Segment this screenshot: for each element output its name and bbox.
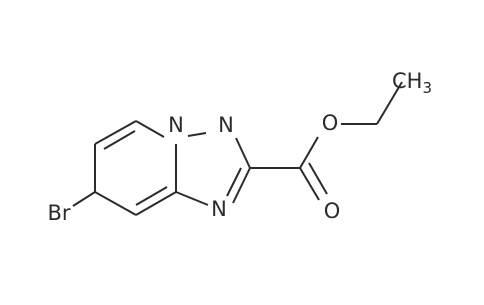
- bond-carboxyl-c-o-carbonyl-inner: [308, 162, 328, 195]
- bond-c8a-c8: [135, 191, 177, 216]
- bond-c5-c6: [94, 120, 137, 145]
- atom-n-top: N: [218, 113, 234, 137]
- bond-n-bridge-n-top: [187, 132, 207, 137]
- atom-n-bridge: N: [168, 113, 184, 137]
- bond-n-bottom-c8a: [175, 191, 209, 206]
- atom-methyl-symbol: CH: [392, 69, 422, 93]
- bond-carboxyl-c-o-carbonyl: [299, 167, 320, 201]
- atom-n-bottom: N: [211, 197, 227, 221]
- bond-c6-n-bridge: [135, 120, 165, 138]
- bond-c7-br: [72, 191, 96, 207]
- bond-c2-n-bottom-inner: [226, 167, 242, 197]
- bond-n-top-c2: [235, 137, 251, 169]
- atom-methyl-subscript: 3: [422, 79, 432, 97]
- bond-c2-n-bottom: [232, 167, 251, 204]
- bond-c8-c7: [94, 191, 137, 216]
- bond-c8a-c8-inner: [135, 186, 168, 206]
- atom-o-carbonyl: O: [324, 199, 341, 223]
- atom-o-ether: O: [322, 111, 339, 135]
- bond-ch2-ch3: [376, 81, 403, 125]
- atom-methyl: CH3: [392, 69, 432, 97]
- bond-c5-c6-inner: [103, 130, 136, 150]
- bond-carboxyl-c-o-ether: [299, 136, 319, 169]
- atom-br: Br: [47, 201, 70, 225]
